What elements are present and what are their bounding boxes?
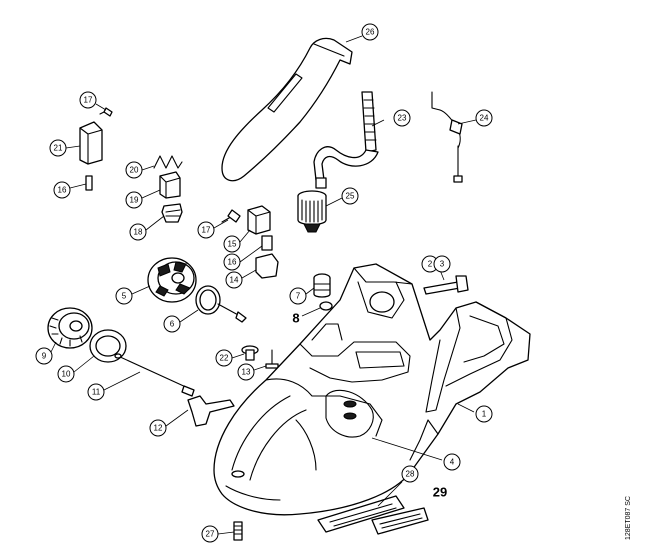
callout-26: 26 [361, 23, 379, 41]
svg-text:15: 15 [228, 240, 237, 249]
callout-16-lower: 16 [223, 253, 241, 271]
svg-text:22: 22 [220, 354, 229, 363]
svg-text:17: 17 [84, 96, 93, 105]
rope-rotor [147, 257, 197, 303]
valve-group [221, 205, 279, 279]
callout-9: 9 [35, 347, 53, 365]
svg-text:5: 5 [122, 292, 127, 301]
bottom-screw [233, 521, 243, 541]
svg-text:10: 10 [62, 370, 71, 379]
callout-15: 15 [223, 235, 241, 253]
fan-wheel [47, 307, 93, 349]
leader-lines [49, 35, 477, 535]
svg-text:12: 12 [154, 424, 163, 433]
callout-5: 5 [115, 287, 133, 305]
callout-20: 20 [125, 161, 143, 179]
svg-text:14: 14 [230, 276, 239, 285]
svg-text:4: 4 [450, 458, 455, 467]
svg-text:13: 13 [242, 368, 251, 377]
svg-text:19: 19 [130, 196, 139, 205]
svg-text:26: 26 [366, 28, 375, 37]
callout-25: 25 [341, 187, 359, 205]
callout-13: 13 [237, 363, 255, 381]
callout-24: 24 [475, 109, 493, 127]
callout-12: 12 [149, 419, 167, 437]
callout-27: 27 [201, 525, 219, 543]
adjusting-screw [423, 275, 469, 295]
svg-text:16: 16 [228, 258, 237, 267]
crankcase-housing [213, 263, 531, 516]
callout-17-upper: 17 [79, 91, 97, 109]
rating-plates [317, 495, 429, 535]
svg-text:28: 28 [406, 470, 415, 479]
callout-11: 11 [87, 383, 105, 401]
svg-text:25: 25 [346, 192, 355, 201]
fuel-filter [297, 190, 327, 233]
svg-text:1: 1 [482, 410, 487, 419]
svg-text:6: 6 [170, 320, 175, 329]
o-ring-cable [195, 285, 247, 323]
svg-text:20: 20 [130, 166, 139, 175]
small-screws [241, 345, 279, 369]
callout-6: 6 [163, 315, 181, 333]
label-29: 29 [433, 485, 447, 500]
svg-text:2: 2 [428, 260, 433, 269]
svg-text:16: 16 [58, 186, 67, 195]
reference-code: 128ET087 SC [625, 496, 632, 540]
svg-text:27: 27 [206, 530, 215, 539]
svg-text:17: 17 [202, 226, 211, 235]
top-handle [221, 37, 353, 182]
callout-16-upper: 16 [53, 181, 71, 199]
callout-1: 1 [475, 405, 493, 423]
fuel-hose [313, 91, 379, 189]
callout-7: 7 [289, 287, 307, 305]
label-8: 8 [292, 311, 299, 326]
carb-fitting [313, 273, 333, 311]
callout-17-lower: 17 [197, 221, 215, 239]
callout-14: 14 [225, 271, 243, 289]
cable-and-lever [114, 353, 235, 427]
callout-28: 28 [401, 465, 419, 483]
control-rod [431, 91, 463, 183]
svg-text:11: 11 [92, 388, 101, 397]
svg-text:7: 7 [296, 292, 301, 301]
svg-text:24: 24 [480, 114, 489, 123]
callout-3: 3 [433, 255, 451, 273]
callout-10: 10 [57, 365, 75, 383]
callout-19: 19 [125, 191, 143, 209]
callout-23: 23 [393, 109, 411, 127]
svg-text:21: 21 [54, 144, 63, 153]
callout-22: 22 [215, 349, 233, 367]
callout-21: 21 [49, 139, 67, 157]
small-parts-upper-left [79, 107, 183, 223]
svg-text:9: 9 [42, 352, 47, 361]
svg-text:18: 18 [134, 228, 143, 237]
svg-text:3: 3 [440, 260, 445, 269]
svg-text:23: 23 [398, 114, 407, 123]
callout-18: 18 [129, 223, 147, 241]
callout-4: 4 [443, 453, 461, 471]
